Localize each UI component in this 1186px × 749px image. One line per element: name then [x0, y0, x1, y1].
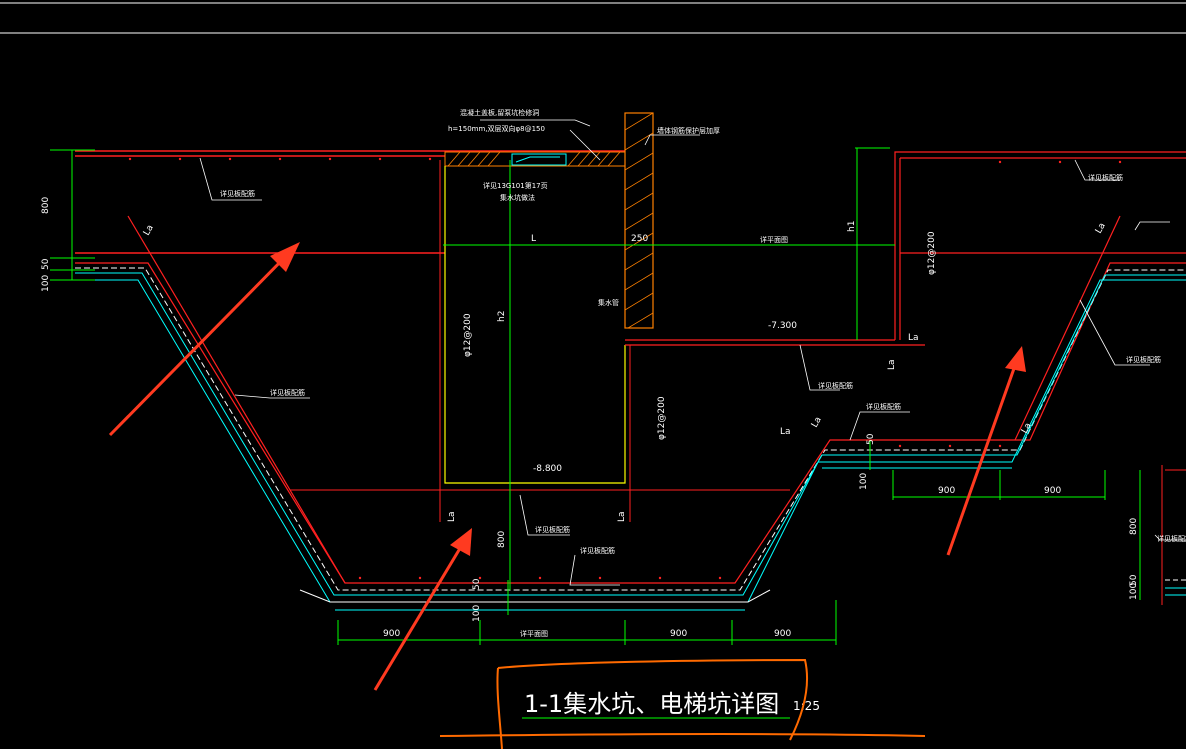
la-label-7: La — [887, 359, 897, 370]
arrow-icon-2 — [373, 528, 472, 691]
dim-100-left: 100 — [41, 275, 51, 292]
drawing-scale: 1:25 — [793, 699, 820, 713]
dim-h2: h2 — [497, 311, 507, 322]
waterproof-right-note: 详见板配筋 — [1088, 173, 1123, 182]
bar-mid: φ12@200 — [657, 396, 667, 440]
dim-250: 250 — [631, 234, 648, 244]
pipe-note: 集水管 — [598, 298, 619, 307]
dim-800-mid: 800 — [497, 531, 507, 548]
la-label-5: La — [810, 415, 824, 429]
top-slab-left — [75, 150, 625, 254]
plan-label: 详平面图 — [760, 235, 788, 244]
dim-900-right-1: 900 — [938, 486, 955, 496]
la-label-3: La — [617, 511, 627, 522]
la-label-1: La — [142, 223, 156, 237]
plan-label-bottom: 详平面图 — [520, 629, 548, 638]
landing-slab — [625, 151, 1186, 346]
dim-50-left: 50 — [41, 258, 51, 270]
wall-note: 墙体钢筋保护层加厚 — [657, 126, 720, 135]
dim-100-right: 100 — [859, 473, 869, 490]
la-label-8: La — [1094, 221, 1108, 235]
la-label-2: La — [447, 511, 457, 522]
cover-slab — [444, 151, 626, 167]
rebar-dots — [128, 157, 1122, 580]
step-note-2: 详见板配筋 — [866, 402, 901, 411]
dim-900-bottom-2: 900 — [670, 629, 687, 639]
dim-800-left: 800 — [41, 197, 51, 214]
arrow-icon-1 — [108, 242, 300, 437]
hole-note-1: 详见13G101第17页 — [483, 181, 548, 190]
bar-right: φ12@200 — [927, 231, 937, 275]
leader-lines — [199, 119, 1186, 586]
la-label-6: La — [908, 333, 919, 343]
slope-right-note: 详见板配筋 — [1126, 355, 1161, 364]
dim-50-right: 50 — [866, 433, 876, 445]
la-label-9: La — [1020, 421, 1034, 435]
pit-outline — [444, 166, 626, 484]
top-note-2: h=150mm,双层双向φ8@150 — [448, 124, 545, 133]
dim-L: L — [531, 234, 536, 244]
markup-arrows — [108, 242, 1026, 691]
elev-8800: -8.800 — [533, 464, 562, 474]
dim-900-right-2: 900 — [1044, 486, 1061, 496]
dim-900-bottom-1: 900 — [383, 629, 400, 639]
frame-border — [0, 2, 1186, 34]
dim-100-far: 100 — [1129, 583, 1139, 600]
bottom-mid-note: 详见板配筋 — [580, 546, 615, 555]
drawing-title: 1-1集水坑、电梯坑详图 — [524, 690, 779, 718]
top-note-1: 混凝土盖板,留泵坑检修洞 — [460, 108, 539, 117]
dim-h1: h1 — [847, 221, 857, 232]
title-block: 1-1集水坑、电梯坑详图 1:25 — [522, 690, 820, 719]
right-edge-note: 详见板配筋 — [1157, 534, 1186, 543]
elevator-wall — [624, 112, 654, 329]
dim-50-far: 50 — [1129, 574, 1139, 586]
slope-left-note: 详见板配筋 — [270, 388, 305, 397]
dim-50-mid: 50 — [472, 578, 482, 590]
bottom-left-note: 详见板配筋 — [535, 525, 570, 534]
highlight-markup — [439, 658, 926, 749]
arrow-icon-3 — [946, 346, 1026, 556]
pit-rebar — [290, 160, 790, 522]
hole-note-2: 集水坑做法 — [500, 193, 535, 202]
step-note: 详见板配筋 — [818, 381, 853, 390]
waterproof-left-note: 详见板配筋 — [220, 189, 255, 198]
elev-7300: -7.300 — [768, 321, 797, 331]
la-label-4: La — [780, 427, 791, 437]
bar-left: φ12@200 — [463, 313, 473, 357]
dimension-lines — [50, 147, 1106, 645]
dim-100-mid: 100 — [472, 605, 482, 622]
dim-900-bottom-3: 900 — [774, 629, 791, 639]
right-detail — [1139, 465, 1186, 605]
dim-800-far-right: 800 — [1129, 518, 1139, 535]
